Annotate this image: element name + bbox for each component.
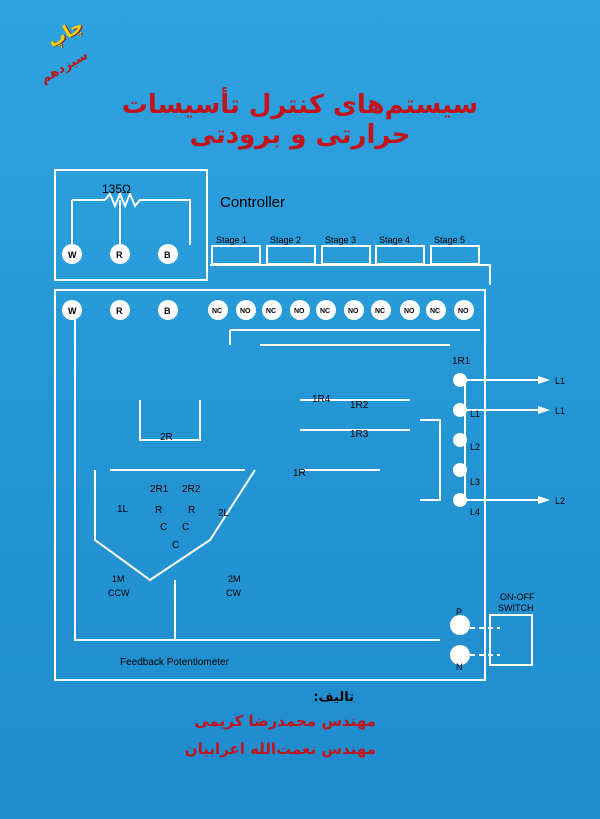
contact-label: NO xyxy=(404,308,415,315)
relay-label: 2R xyxy=(160,432,173,443)
contact-label: NO xyxy=(348,308,359,315)
terminal-r-bottom xyxy=(110,300,130,320)
stage-label: Stage 4 xyxy=(379,235,410,245)
relay-label: 2L xyxy=(218,508,230,519)
stage-label: Stage 1 xyxy=(216,235,247,245)
relay-label: R xyxy=(188,505,195,516)
motor-cw-label: CW xyxy=(226,588,241,598)
relay-label: C xyxy=(172,540,179,551)
terminal-w-top xyxy=(62,244,82,264)
relay-label: 1R1 xyxy=(452,356,471,367)
relay-label: 1R xyxy=(293,468,306,479)
author-name: مهندس محمدرضا کریمی xyxy=(194,712,376,730)
contact-label: NC xyxy=(212,308,222,315)
power-terminal-p xyxy=(450,615,470,635)
contact-label: NO xyxy=(240,308,251,315)
line-label: L1 xyxy=(555,406,565,416)
line-label: L2 xyxy=(555,496,565,506)
power-terminal-n xyxy=(450,645,470,665)
terminal-label: R xyxy=(116,250,123,260)
relay-label: C xyxy=(182,522,189,533)
resistor-label: 135Ω xyxy=(102,182,131,196)
relay-label: 1R3 xyxy=(350,429,369,440)
motor-ccw-name: 1M xyxy=(112,574,125,584)
line-label: L2 xyxy=(470,442,480,452)
stage-label: Stage 5 xyxy=(434,235,465,245)
line-label: L4 xyxy=(470,507,480,517)
relay-label: 1R2 xyxy=(350,400,369,411)
terminal-label: W xyxy=(68,306,77,316)
relay-label: R xyxy=(155,505,162,516)
main-panel-box xyxy=(54,289,486,681)
terminal-label: B xyxy=(164,250,171,260)
relay-label: 2R1 xyxy=(150,484,169,495)
relay-label: 1L xyxy=(117,504,129,515)
contact-label: NO xyxy=(294,308,305,315)
line-label: L1 xyxy=(555,376,565,386)
terminal-label: R xyxy=(116,306,123,316)
contact-label: NC xyxy=(320,308,330,315)
relay-label: 1R4 xyxy=(312,394,331,405)
terminal-b-bottom xyxy=(158,300,178,320)
terminal-b-top xyxy=(158,244,178,264)
switch-label: SWITCH xyxy=(498,603,534,613)
power-label-p: P xyxy=(456,607,462,617)
stage-label: Stage 2 xyxy=(270,235,301,245)
line-label: L3 xyxy=(470,477,480,487)
authors-heading: تالیف: xyxy=(313,690,354,705)
line-label: L1 xyxy=(470,409,480,419)
terminal-w-bottom xyxy=(62,300,82,320)
book-title: سیستم‌های کنترل تأسیسات حرارتی و برودتی xyxy=(121,90,479,150)
contact-label: NO xyxy=(458,308,469,315)
relay-label: 2R2 xyxy=(182,484,201,495)
on-off-switch-box xyxy=(489,614,533,666)
terminal-label: W xyxy=(68,250,77,260)
stage-label: Stage 3 xyxy=(325,235,356,245)
sensor-box xyxy=(54,169,208,281)
contact-label: NC xyxy=(430,308,440,315)
relay-label: C xyxy=(160,522,167,533)
motor-ccw-label: CCW xyxy=(108,588,130,598)
power-label-n: N xyxy=(456,662,463,672)
switch-label: ON-OFF xyxy=(500,592,535,602)
motor-cw-name: 2M xyxy=(228,574,241,584)
contact-label: NC xyxy=(266,308,276,315)
terminal-label: B xyxy=(164,306,171,316)
feedback-label: Feedback Potentiometer xyxy=(120,657,230,668)
author-name: مهندس نعمت‌الله اعرابیان xyxy=(184,740,376,758)
terminal-r-top xyxy=(110,244,130,264)
contact-label: NC xyxy=(375,308,385,315)
controller-label: Controller xyxy=(220,194,285,211)
